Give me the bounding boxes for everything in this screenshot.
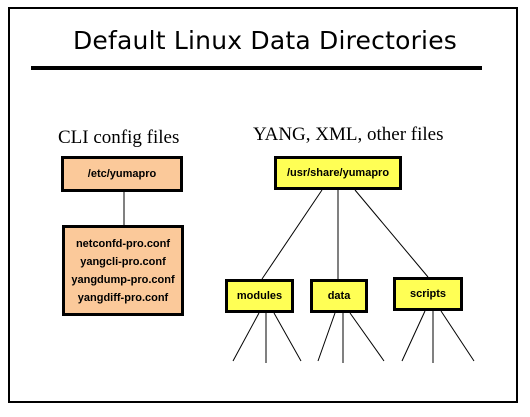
title-underline xyxy=(31,66,482,70)
file-yangdiff-pro-conf: yangdiff-pro.conf xyxy=(77,291,169,304)
yang-xml-other-files-label: YANG, XML, other files xyxy=(253,124,444,145)
fan-scripts-left xyxy=(401,310,426,362)
connector-usr-to-scripts xyxy=(354,189,429,278)
config-files-box: netconfd-pro.conf yangcli-pro.conf yangd… xyxy=(62,225,184,316)
file-yangdump-pro-conf: yangdump-pro.conf xyxy=(71,273,175,286)
slide-title: Default Linux Data Directories xyxy=(72,26,457,55)
connector-usr-to-modules xyxy=(261,189,323,280)
file-yangcli-pro-conf: yangcli-pro.conf xyxy=(80,255,166,268)
cli-config-files-label: CLI config files xyxy=(58,127,180,148)
fan-data-right xyxy=(349,312,385,362)
fan-scripts-right xyxy=(440,310,475,362)
fan-modules-right xyxy=(273,312,302,362)
fan-data-left xyxy=(317,312,336,362)
modules-box: modules xyxy=(225,279,294,313)
scripts-box: scripts xyxy=(393,277,463,311)
file-netconfd-pro-conf: netconfd-pro.conf xyxy=(75,237,171,250)
data-box: data xyxy=(310,279,368,313)
fan-modules-left xyxy=(232,312,260,362)
usr-share-yumapro-box: /usr/share/yumapro xyxy=(274,156,402,190)
etc-yumapro-box: /etc/yumapro xyxy=(61,156,183,192)
